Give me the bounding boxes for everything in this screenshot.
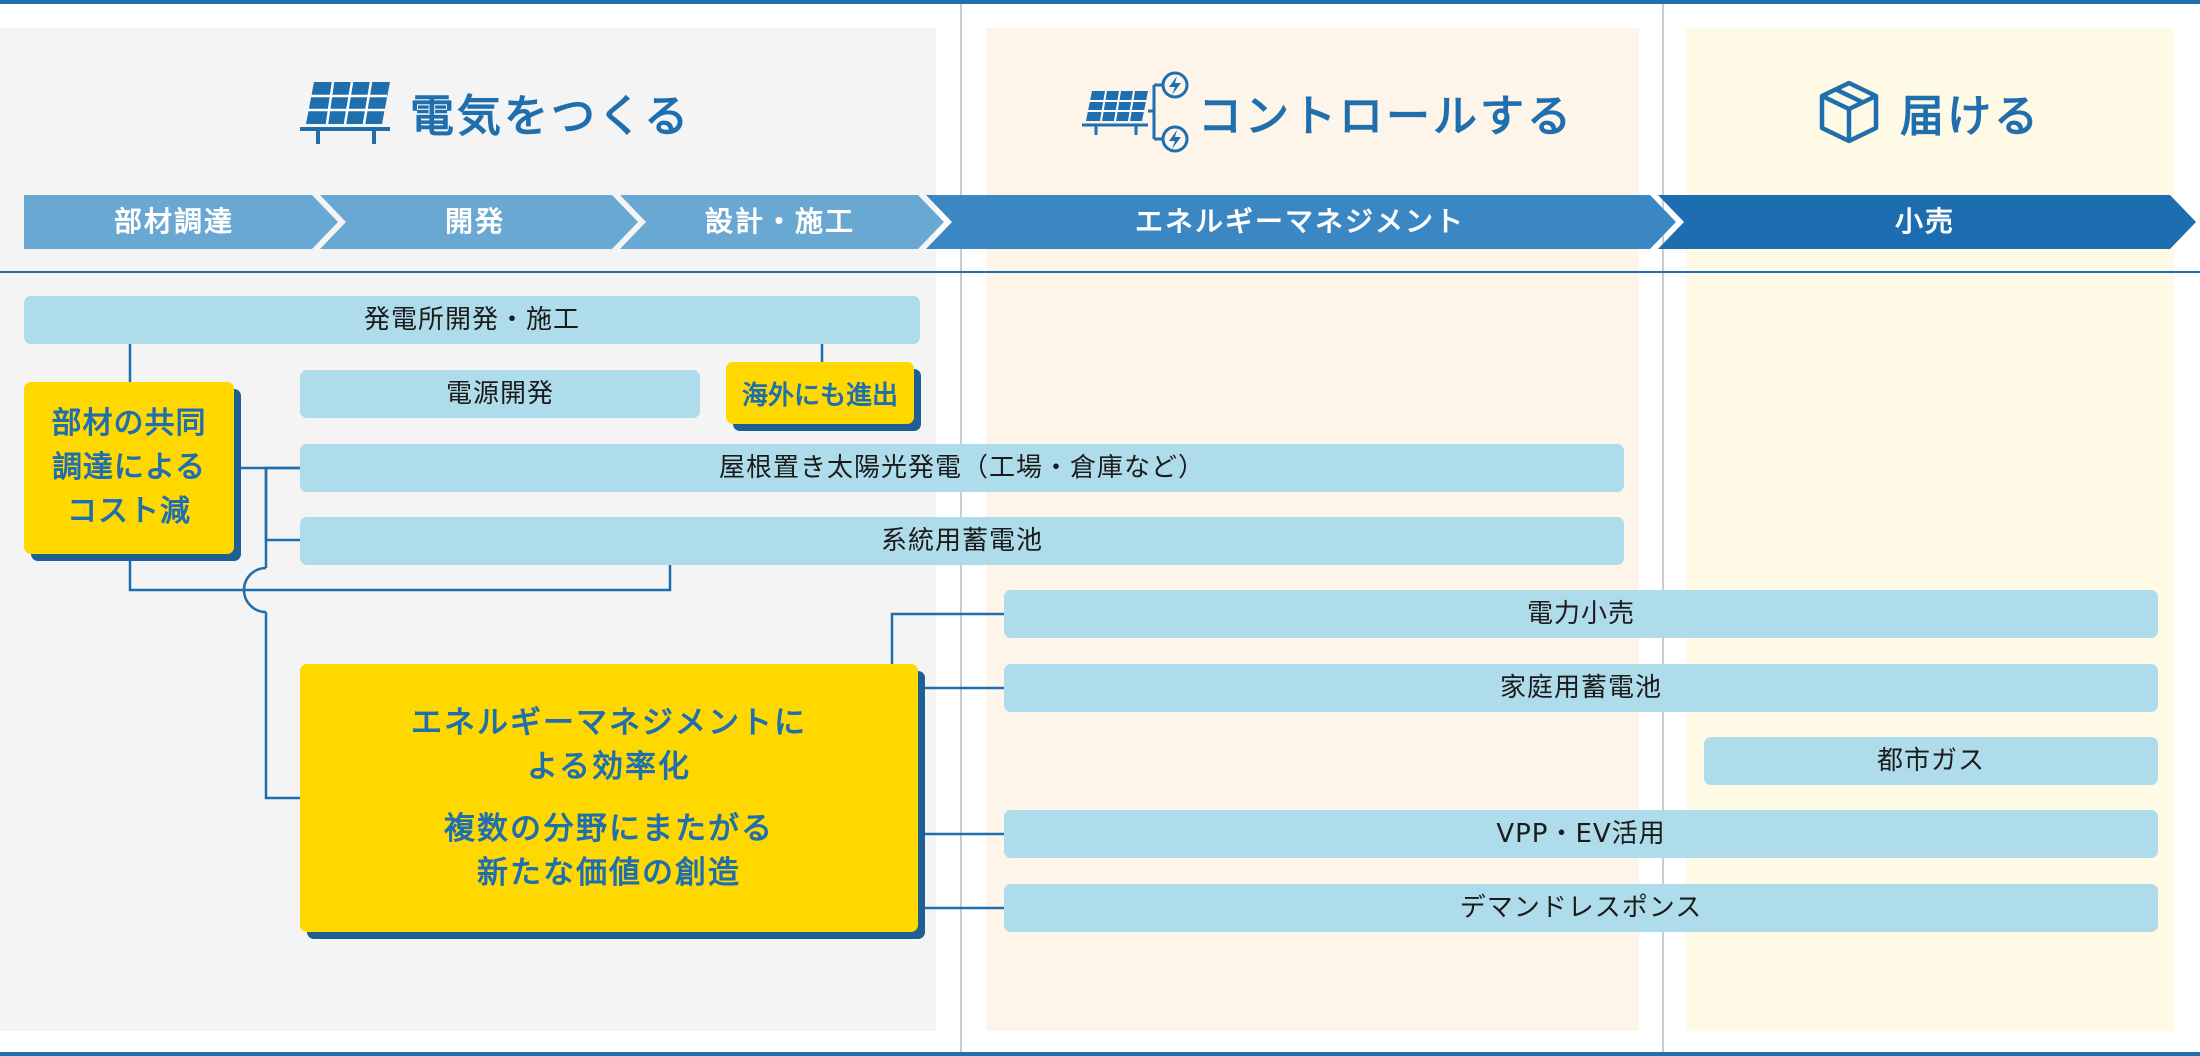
header-rule bbox=[0, 271, 2200, 273]
solar-panel-icon bbox=[300, 81, 390, 144]
bar-plant-development: 発電所開発・施工 bbox=[24, 296, 920, 344]
section-title-control: コントロールする bbox=[1080, 71, 1574, 153]
bar-vpp-ev: VPP・EV活用 bbox=[1004, 810, 2158, 858]
stage-label-procurement: 部材調達 bbox=[113, 205, 234, 238]
bar-home-battery: 家庭用蓄電池 bbox=[1004, 664, 2158, 712]
bar-rooftop-solar: 屋根置き太陽光発電（工場・倉庫など） bbox=[300, 444, 1624, 492]
highlight-joint-procurement: 部材の共同 調達による コスト減 bbox=[24, 382, 234, 554]
bar-electricity-retail: 電力小売 bbox=[1004, 590, 2158, 638]
highlight-overseas: 海外にも進出 bbox=[726, 362, 914, 424]
package-box-icon bbox=[1819, 80, 1879, 144]
stage-arrow-design bbox=[620, 195, 944, 249]
highlight-energy-management-value: エネルギーマネジメントに よる効率化 複数の分野にまたがる 新たな価値の創造 bbox=[300, 664, 918, 932]
solar-panel-lightning-icon bbox=[1082, 71, 1189, 153]
stage-arrows bbox=[24, 195, 2196, 249]
stage-label-retail: 小売 bbox=[1894, 205, 1955, 238]
stage-arrow-procurement bbox=[24, 195, 338, 249]
bar-demand-response: デマンドレスポンス bbox=[1004, 884, 2158, 932]
stage-arrow-development bbox=[320, 195, 638, 249]
bar-city-gas: 都市ガス bbox=[1704, 737, 2158, 785]
section-title-make: 電気をつくる bbox=[298, 72, 691, 152]
stage-label-development: 開発 bbox=[444, 205, 505, 238]
stage-arrow-energy-management bbox=[926, 195, 1676, 249]
section-title-deliver: 届ける bbox=[1816, 72, 2041, 152]
stage-label-energy-management: エネルギーマネジメント bbox=[1134, 205, 1465, 238]
bar-power-development: 電源開発 bbox=[300, 370, 700, 418]
bar-grid-battery: 系統用蓄電池 bbox=[300, 517, 1624, 565]
column-separator bbox=[1662, 0, 1664, 1056]
stage-arrow-retail bbox=[1658, 195, 2196, 249]
bottom-rule bbox=[0, 1052, 2200, 1056]
stage-label-design: 設計・施工 bbox=[704, 205, 855, 238]
top-rule bbox=[0, 0, 2200, 4]
